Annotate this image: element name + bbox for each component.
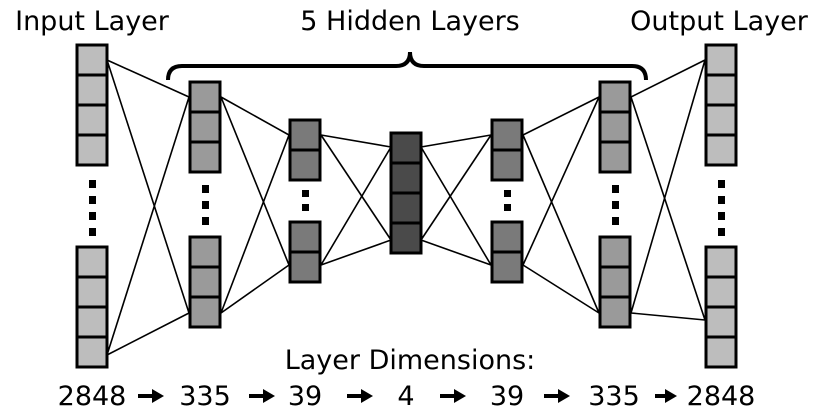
dim-hidden-3: 4 xyxy=(397,381,414,411)
output-node-5 xyxy=(704,245,738,279)
dim-hidden-4: 39 xyxy=(490,381,524,411)
hidden3-node-4 xyxy=(389,221,423,255)
hidden5-node-6 xyxy=(598,295,632,329)
input-layer xyxy=(75,43,109,369)
dim-hidden-2: 39 xyxy=(288,381,322,411)
output-node-1 xyxy=(704,43,738,77)
hidden5-ellipsis xyxy=(612,185,619,225)
hidden4-node-4 xyxy=(490,250,524,284)
hidden3-node-3 xyxy=(389,191,423,225)
input-node-6 xyxy=(75,275,109,309)
arrow-2 xyxy=(249,389,275,403)
output-node-4 xyxy=(704,133,738,167)
input-node-3 xyxy=(75,103,109,137)
hidden1-node-1 xyxy=(188,80,222,114)
hidden-layer-4 xyxy=(490,118,524,284)
hidden-layers-label: 5 Hidden Layers xyxy=(300,6,520,37)
hidden4-node-3 xyxy=(490,220,524,254)
arrow-5 xyxy=(544,389,570,403)
dimensions-title: Layer Dimensions: xyxy=(285,345,536,376)
hidden5-node-4 xyxy=(598,235,632,269)
hidden-layer-1 xyxy=(188,80,222,329)
input-layer-label: Input Layer xyxy=(15,6,170,37)
output-layer xyxy=(704,43,738,369)
output-node-3 xyxy=(704,103,738,137)
dimension-arrows xyxy=(138,389,677,403)
input-node-5 xyxy=(75,245,109,279)
hidden1-node-6 xyxy=(188,295,222,329)
output-node-6 xyxy=(704,275,738,309)
hidden5-node-5 xyxy=(598,265,632,299)
output-node-8 xyxy=(704,335,738,369)
input-node-2 xyxy=(75,73,109,107)
hidden2-node-4 xyxy=(288,250,322,284)
hidden2-ellipsis xyxy=(302,190,309,211)
hidden3-node-1 xyxy=(389,131,423,165)
arrow-3 xyxy=(347,389,373,403)
hidden1-node-3 xyxy=(188,140,222,174)
hidden2-node-1 xyxy=(288,118,322,152)
input-node-8 xyxy=(75,335,109,369)
hidden1-node-4 xyxy=(188,235,222,269)
output-layer-label: Output Layer xyxy=(630,6,809,37)
hidden-layer-2 xyxy=(288,118,322,284)
hidden4-node-1 xyxy=(490,118,524,152)
output-node-7 xyxy=(704,305,738,339)
input-node-4 xyxy=(75,133,109,167)
input-ellipsis xyxy=(89,180,96,236)
dim-input: 2848 xyxy=(58,381,127,411)
hidden2-node-2 xyxy=(288,148,322,182)
hidden4-ellipsis xyxy=(504,190,511,211)
hidden-layers-brace xyxy=(166,51,648,81)
arrow-4 xyxy=(440,389,466,403)
output-ellipsis xyxy=(718,180,725,236)
dim-output: 2848 xyxy=(687,381,756,411)
hidden5-node-3 xyxy=(598,140,632,174)
hidden1-node-2 xyxy=(188,110,222,144)
hidden1-ellipsis xyxy=(202,185,209,225)
input-node-1 xyxy=(75,43,109,77)
hidden-layer-3 xyxy=(389,131,423,255)
output-node-2 xyxy=(704,73,738,107)
hidden5-node-1 xyxy=(598,80,632,114)
hidden2-node-3 xyxy=(288,220,322,254)
arrow-1 xyxy=(138,389,164,403)
hidden5-node-2 xyxy=(598,110,632,144)
connection-lines xyxy=(106,59,706,356)
hidden3-node-2 xyxy=(389,161,423,195)
arrow-6 xyxy=(655,389,677,403)
hidden-layer-5 xyxy=(598,80,632,329)
hidden4-node-2 xyxy=(490,148,524,182)
input-node-7 xyxy=(75,305,109,339)
dim-hidden-1: 335 xyxy=(179,381,231,411)
dim-hidden-5: 335 xyxy=(588,381,640,411)
hidden1-node-5 xyxy=(188,265,222,299)
